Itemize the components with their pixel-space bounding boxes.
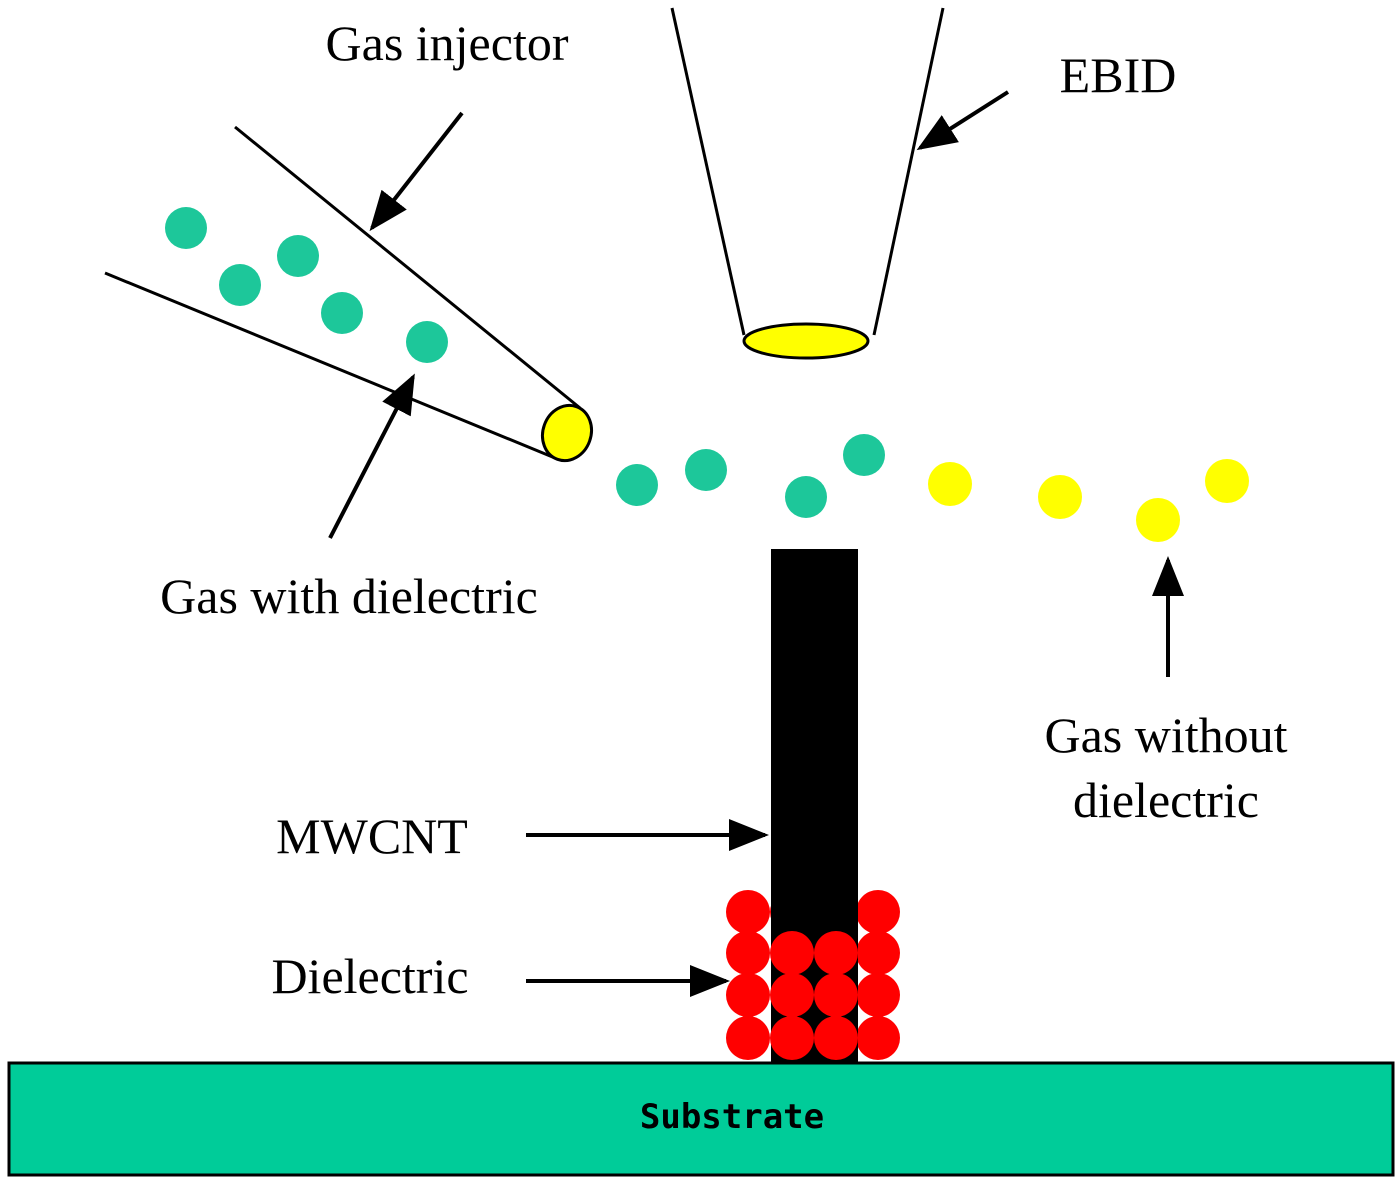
ebid-right-wall [872, 7, 945, 336]
dielectric-particle [770, 1016, 814, 1060]
injector-lower-wall [104, 271, 556, 460]
gas-injector [104, 125, 594, 463]
mwcnt-label: MWCNT [276, 808, 468, 864]
gas-injector-arrow [369, 111, 464, 232]
gas-molecule-without-dielectric [1038, 475, 1082, 519]
ebid-label: EBID [1060, 47, 1177, 103]
gas-with-dielectric-arrow [328, 373, 415, 539]
gas-molecule-with-dielectric [219, 264, 261, 306]
injector-upper-wall [234, 125, 581, 410]
dielectric-particle [726, 973, 770, 1017]
gas-molecule-with-dielectric [843, 434, 885, 476]
pointer-arrows [328, 90, 1184, 997]
gas-stream [616, 434, 1249, 542]
ebid-arrow [916, 90, 1010, 151]
dielectric-particle [856, 973, 900, 1017]
dielectric-label: Dielectric [271, 948, 468, 1004]
dielectric-particle [726, 931, 770, 975]
substrate-label: Substrate [640, 1097, 824, 1137]
dielectric-particle [726, 1016, 770, 1060]
substrate-block [7, 1061, 1395, 1177]
dielectric-particle [814, 931, 858, 975]
gas-molecule-with-dielectric [165, 207, 207, 249]
dielectric-particle [856, 1016, 900, 1060]
gas-molecule-without-dielectric [928, 462, 972, 506]
ebid-left-wall [670, 7, 746, 336]
gas-molecule-with-dielectric [406, 321, 448, 363]
dielectric-particle [814, 973, 858, 1017]
dielectric-coating-front [770, 931, 858, 1060]
gas-molecule-with-dielectric [785, 476, 827, 518]
dielectric-particle [770, 973, 814, 1017]
ebid-electron-source [742, 322, 870, 360]
labels: Gas injector EBID Gas with dielectric Ga… [160, 15, 1287, 1004]
injector-nozzle-opening [540, 403, 594, 463]
gas-molecule-without-dielectric [1136, 498, 1180, 542]
dielectric-particle [814, 1016, 858, 1060]
dielectric-particle [856, 890, 900, 934]
substrate: Substrate [7, 1061, 1395, 1177]
gas-molecule-with-dielectric [616, 464, 658, 506]
ebid-column [670, 7, 945, 360]
gas-with-dielectric-label: Gas with dielectric [160, 568, 538, 624]
gas-molecules-in-injector [165, 207, 448, 363]
gas-without-dielectric-label-line-1: Gas without [1044, 707, 1287, 763]
dielectric-particle [726, 890, 770, 934]
gas-without-dielectric-label-line-2: dielectric [1073, 772, 1259, 828]
gas-molecule-with-dielectric [277, 235, 319, 277]
gas-molecule-with-dielectric [321, 292, 363, 334]
gas-molecule-without-dielectric [1205, 459, 1249, 503]
dielectric-particle [770, 931, 814, 975]
gas-molecule-with-dielectric [685, 449, 727, 491]
dielectric-particle [856, 931, 900, 975]
gas-injector-label: Gas injector [326, 15, 569, 71]
